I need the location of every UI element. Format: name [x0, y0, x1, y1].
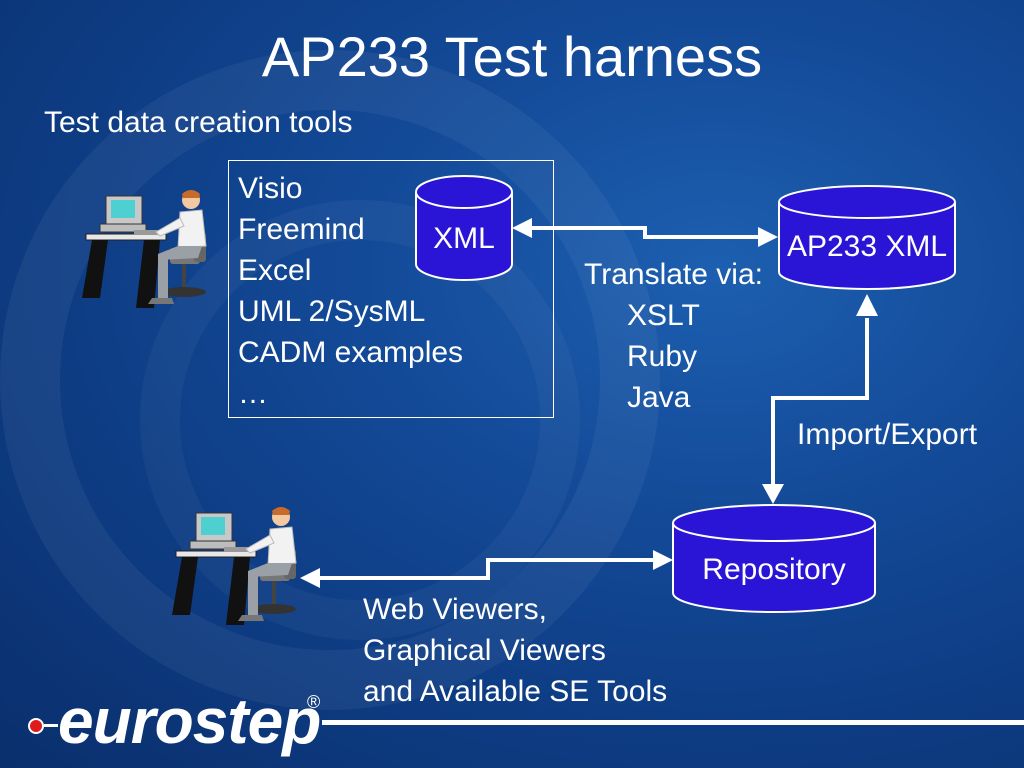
- import-export-label: Import/Export: [797, 418, 978, 451]
- arrowhead: [762, 484, 784, 504]
- xml-ap233-arrow: [528, 226, 762, 239]
- person-at-computer-icon: [172, 507, 297, 625]
- ap233-repository-arrow: [771, 318, 869, 488]
- repository-label: Repository: [702, 553, 846, 586]
- viewers-line: and Available SE Tools: [363, 675, 668, 708]
- viewer-repository-arrow: [318, 558, 657, 580]
- viewers-line: Web Viewers,: [363, 593, 547, 626]
- tool-item: Visio: [238, 172, 303, 205]
- arrowhead: [758, 227, 778, 247]
- translate-item: Ruby: [627, 340, 698, 373]
- eurostep-logo: eurostep ®: [22, 685, 1024, 768]
- arrowhead: [300, 568, 320, 588]
- logo-wordmark: eurostep: [58, 685, 321, 757]
- viewers-line: Graphical Viewers: [363, 634, 606, 667]
- translate-list: XSLT Ruby Java: [627, 295, 700, 418]
- ap233-xml-cylinder: [778, 185, 956, 290]
- tool-item: …: [238, 377, 268, 410]
- tool-item: Excel: [238, 254, 312, 287]
- tools-list: Visio Freemind Excel UML 2/SysML CADM ex…: [238, 168, 463, 414]
- person-at-computer-icon: [82, 190, 207, 308]
- xml-cylinder: [415, 175, 513, 281]
- section-heading: Test data creation tools: [44, 106, 353, 139]
- viewers-text: Web Viewers, Graphical Viewers and Avail…: [363, 589, 667, 712]
- tools-box: [228, 160, 554, 418]
- registered-mark: ®: [307, 692, 321, 712]
- xml-label: XML: [433, 222, 495, 255]
- translate-item: Java: [627, 381, 691, 414]
- tool-item: CADM examples: [238, 336, 464, 369]
- ap233-xml-label: AP233 XML: [786, 230, 948, 263]
- tool-item: UML 2/SysML: [238, 295, 426, 328]
- repository-cylinder: [672, 504, 876, 613]
- arrowhead: [856, 294, 878, 316]
- logo-graphics: [28, 718, 1024, 734]
- arrowhead: [653, 550, 673, 570]
- translate-item: XSLT: [627, 299, 700, 332]
- tool-item: Freemind: [238, 213, 365, 246]
- arrowhead: [512, 218, 532, 238]
- translate-heading: Translate via:: [584, 258, 763, 291]
- page-title: AP233 Test harness: [261, 25, 763, 88]
